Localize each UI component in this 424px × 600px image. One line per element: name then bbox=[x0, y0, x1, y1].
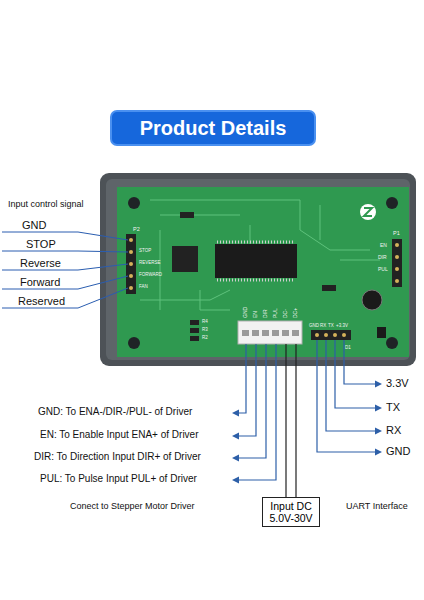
wire bbox=[238, 344, 276, 480]
silk-label: EN bbox=[253, 311, 258, 318]
section-label: UART Interface bbox=[346, 502, 408, 511]
title-banner: Product Details bbox=[110, 110, 316, 146]
mount-hole bbox=[386, 337, 398, 349]
mount-hole bbox=[386, 197, 398, 209]
arrow-head bbox=[375, 405, 382, 412]
arrow-head bbox=[232, 433, 239, 440]
header-pin bbox=[129, 274, 133, 278]
silk-label: P1 bbox=[393, 231, 400, 237]
silk-label: P2 bbox=[133, 227, 140, 233]
silk-label: GND bbox=[309, 324, 319, 329]
silk-label: TX bbox=[328, 324, 334, 329]
arrow-head bbox=[375, 428, 382, 435]
header-pin bbox=[395, 243, 399, 247]
silk-label: R3 bbox=[202, 328, 208, 333]
board-case bbox=[100, 173, 416, 366]
header-pin bbox=[129, 238, 133, 242]
resistor-symbol bbox=[180, 212, 194, 218]
output-connector bbox=[238, 321, 302, 344]
node-text: Input DC 5.0V-30V bbox=[265, 500, 317, 524]
silk-label: PUL bbox=[273, 308, 278, 318]
silk-label: DIR bbox=[378, 255, 387, 260]
signal-label: RX bbox=[386, 425, 401, 436]
arrow-head bbox=[375, 381, 382, 388]
mount-hole bbox=[128, 197, 140, 209]
silk-label: R2 bbox=[202, 336, 208, 341]
section-label: Input control signal bbox=[8, 200, 84, 209]
leader-line bbox=[2, 232, 128, 308]
chip-pins bbox=[217, 241, 295, 244]
resistor-symbol bbox=[322, 285, 336, 291]
header-pin bbox=[333, 333, 337, 337]
signal-label: TX bbox=[386, 402, 400, 413]
header-pin bbox=[342, 333, 346, 337]
silk-label: R4 bbox=[202, 320, 208, 325]
header-pin bbox=[129, 262, 133, 266]
silk-label: +3.3V bbox=[336, 324, 348, 329]
header-pin bbox=[395, 267, 399, 271]
silk-label: STOP bbox=[139, 249, 151, 254]
uart-header bbox=[311, 330, 351, 340]
silk-label: DC- bbox=[283, 309, 288, 318]
silk-label: D1 bbox=[345, 346, 351, 351]
header-pin bbox=[315, 333, 319, 337]
arrow-head bbox=[232, 455, 239, 462]
header-pin bbox=[129, 286, 133, 290]
header-pin bbox=[395, 255, 399, 259]
connector-slots bbox=[242, 330, 300, 336]
transistor bbox=[377, 327, 386, 338]
resistor-symbol bbox=[190, 328, 199, 333]
resistor-symbol bbox=[190, 336, 199, 341]
header-pin bbox=[395, 279, 399, 283]
resistor-symbol bbox=[190, 320, 199, 325]
pin-header bbox=[392, 239, 402, 287]
silk-label: REVERSE bbox=[139, 261, 161, 266]
signal-label: Reserved bbox=[18, 296, 65, 307]
section-label: Conect to Stepper Motor Driver bbox=[70, 502, 195, 511]
signal-label: Forward bbox=[20, 277, 60, 288]
pcb bbox=[117, 187, 409, 357]
chip-pins bbox=[217, 279, 295, 282]
signal-label: STOP bbox=[26, 239, 56, 250]
silk-label: FORWARD bbox=[139, 273, 162, 278]
arrow-head bbox=[232, 477, 239, 484]
power-wire bbox=[286, 344, 296, 497]
arrow-head bbox=[232, 410, 239, 417]
silk-label: DIR bbox=[263, 309, 268, 318]
signal-label: GND bbox=[386, 446, 410, 457]
case-bevel bbox=[106, 179, 410, 360]
silk-label: EN bbox=[380, 243, 387, 248]
silk-label: RX bbox=[320, 324, 326, 329]
header-pin bbox=[129, 250, 133, 254]
pin-description: GND: To ENA-/DIR-/PUL- of Driver bbox=[38, 407, 192, 417]
small-chip bbox=[172, 246, 198, 272]
signal-label: GND bbox=[22, 220, 46, 231]
capacitor bbox=[362, 290, 382, 310]
logo-mark bbox=[364, 208, 372, 216]
mcu-chip bbox=[215, 244, 297, 278]
pin-description: DIR: To Direction Input DIR+ of Driver bbox=[34, 452, 201, 462]
header-pin bbox=[324, 333, 328, 337]
pcb-trace bbox=[140, 200, 380, 310]
mount-hole bbox=[128, 337, 140, 349]
signal-label: Reverse bbox=[20, 258, 61, 269]
silk-label: GND bbox=[243, 307, 248, 318]
silk-label: DC+ bbox=[293, 308, 298, 318]
wire bbox=[317, 340, 376, 452]
pin-description: PUL: To Pulse Input PUL+ of Driver bbox=[40, 474, 197, 484]
signal-label: 3.3V bbox=[386, 378, 409, 389]
power-box: Input DC 5.0V-30V bbox=[262, 497, 320, 527]
logo bbox=[360, 204, 376, 220]
pin-description: EN: To Enable Input ENA+ of Driver bbox=[40, 430, 199, 440]
arrow-head bbox=[375, 449, 382, 456]
silk-label: PUL bbox=[378, 267, 388, 272]
silk-label: FAN bbox=[139, 285, 148, 290]
